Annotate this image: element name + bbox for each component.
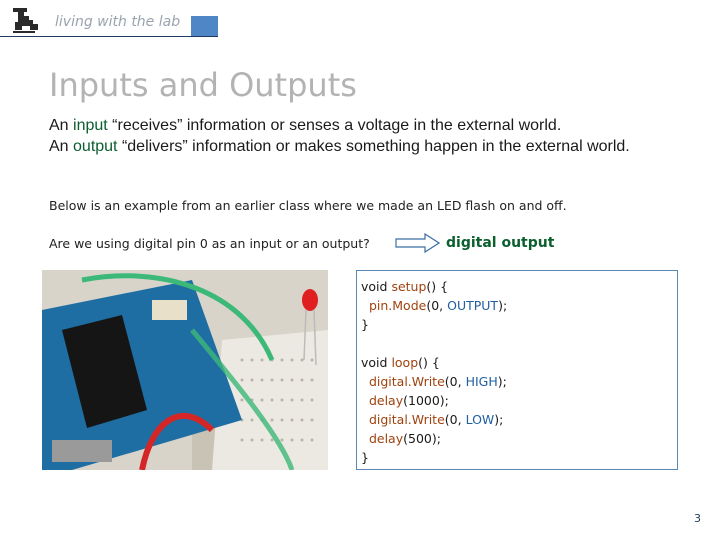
input-definition-text: “receives” information or senses a volta…: [107, 117, 562, 134]
question-text: Are we using digital pin 0 as an input o…: [49, 236, 370, 251]
code-function: loop: [391, 355, 419, 370]
code-function: digital.Write: [368, 412, 445, 427]
slide-title: Inputs and Outputs: [49, 66, 357, 104]
header-accent-box: [191, 16, 218, 37]
code-function: setup: [391, 279, 427, 294]
code-line: }: [361, 450, 369, 465]
code-line: digital.Write(0, LOW);: [361, 410, 677, 429]
code-line: pin.Mode(0, OUTPUT);: [361, 296, 677, 315]
code-function: pin.Mode: [368, 298, 427, 313]
code-keyword: void: [361, 355, 392, 370]
code-constant: LOW: [465, 412, 495, 427]
input-keyword: input: [73, 117, 108, 134]
code-constant: OUTPUT: [447, 298, 499, 313]
code-line: void setup() {: [361, 277, 677, 296]
header-divider: [0, 36, 218, 37]
output-definition-text: “delivers” information or makes somethin…: [117, 138, 630, 155]
code-line: delay(1000);: [361, 391, 677, 410]
code-text: );: [494, 412, 504, 427]
header-tagline: living with the lab: [55, 14, 181, 30]
code-text: );: [497, 374, 507, 389]
code-text: (1000);: [403, 393, 449, 408]
code-line: delay(500);: [361, 429, 677, 448]
arrow-right-icon: [395, 233, 440, 253]
answer-text: digital output: [446, 235, 555, 251]
code-blank-line: [361, 334, 677, 353]
example-intro: Below is an example from an earlier clas…: [49, 198, 567, 213]
lab-logo-icon: [13, 8, 38, 33]
page-number: 3: [694, 512, 701, 525]
code-text: (0,: [444, 374, 466, 389]
code-line: }: [361, 317, 369, 332]
code-text: () {: [418, 355, 440, 370]
code-text: () {: [426, 279, 449, 294]
arduino-photo: [42, 270, 328, 470]
code-text: (0,: [444, 412, 466, 427]
code-text: );: [498, 298, 508, 313]
code-constant: HIGH: [465, 374, 498, 389]
code-keyword: void: [361, 279, 392, 294]
code-function: delay: [368, 431, 404, 446]
code-line: void loop() {: [361, 353, 677, 372]
input-definition-prefix: An: [49, 117, 74, 134]
output-definition-prefix: An: [49, 138, 74, 155]
code-function: digital.Write: [368, 374, 445, 389]
code-function: delay: [368, 393, 404, 408]
output-keyword: output: [73, 138, 118, 155]
output-definition: An output “delivers” information or make…: [49, 138, 630, 156]
code-text: (0,: [426, 298, 448, 313]
input-definition: An input “receives” information or sense…: [49, 117, 561, 135]
code-block: void setup() { pin.Mode(0, OUTPUT); } vo…: [356, 270, 678, 470]
code-text: (500);: [403, 431, 441, 446]
code-line: digital.Write(0, HIGH);: [361, 372, 677, 391]
